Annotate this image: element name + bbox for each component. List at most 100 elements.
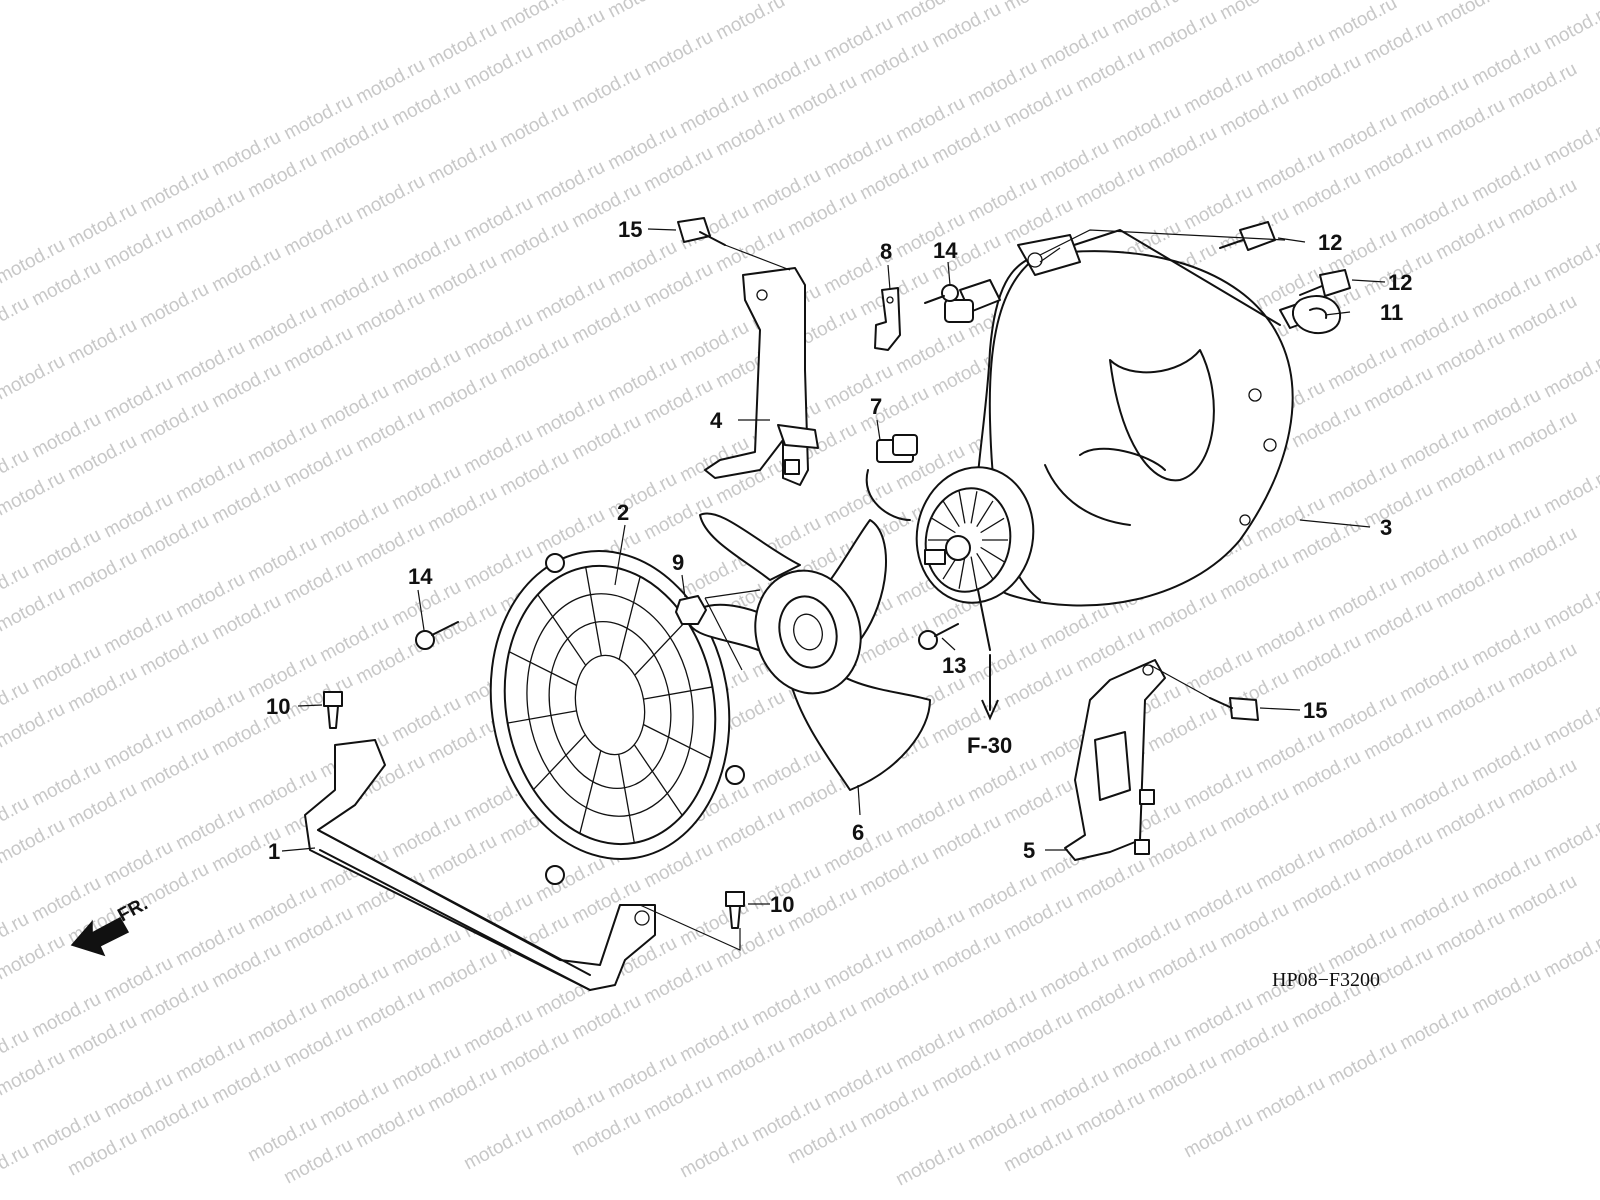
fan-blade	[689, 512, 931, 791]
clip-10-upper	[323, 691, 343, 729]
watermark-text: motod.ru	[1432, 0, 1508, 32]
callout-2: 2	[617, 500, 629, 525]
motor-fin	[976, 552, 994, 580]
reference-arrow	[981, 654, 999, 721]
reference-label: F-30	[967, 733, 1012, 758]
grille-spoke	[643, 723, 712, 759]
callout-14-lower: 14	[408, 564, 433, 589]
callout-9: 9	[672, 550, 684, 575]
lower-bracket	[1064, 659, 1166, 861]
fan-motor	[865, 466, 1035, 651]
watermark-text: motod.ru	[1252, 1073, 1328, 1127]
wire-clip	[874, 287, 901, 351]
motor-fin	[942, 500, 960, 528]
motor-fin	[958, 491, 966, 524]
lower-fan-guard	[304, 739, 656, 991]
upper-bracket	[704, 267, 819, 486]
watermark-text: motod.ru	[0, 351, 69, 405]
watermark-text: motod.ru	[892, 1137, 968, 1191]
grille-spokes	[507, 567, 713, 843]
grille-spoke	[507, 710, 577, 724]
band-clamp	[1292, 295, 1342, 334]
watermark-text: motod.ru	[208, 243, 284, 297]
watermark-text: motod.ru	[460, 1121, 536, 1175]
callout-5: 5	[1023, 838, 1035, 863]
callout-4: 4	[710, 408, 723, 433]
watermark-text: motod.ru	[1324, 1037, 1400, 1091]
watermark-text: motod.ru	[1540, 233, 1600, 287]
grille-spoke	[537, 594, 587, 666]
watermark-text: motod.ru	[424, 135, 500, 189]
grille-spoke	[634, 619, 688, 676]
watermark-text: motod.ru	[712, 0, 788, 44]
watermark-text: motod.ru	[1540, 697, 1600, 751]
callout-14-upper: 14	[933, 238, 958, 263]
watermark-text: motod.ru	[1396, 1001, 1472, 1055]
hex-nut	[675, 595, 707, 625]
callout-3: 3	[1380, 515, 1392, 540]
watermark-text: motod.ru	[1540, 929, 1600, 983]
watermark-text: motod.ru	[676, 1129, 752, 1183]
motor-fin	[958, 556, 966, 589]
watermark-text: motod.ru	[1540, 117, 1600, 171]
watermark-text: motod.ru	[568, 63, 644, 117]
motor-fin	[931, 517, 956, 534]
watermark-text: motod.ru	[0, 293, 33, 347]
callout-15-upper: 15	[618, 217, 642, 242]
fan-guard-grille	[489, 549, 745, 885]
grille-spoke	[633, 744, 683, 816]
watermark-text: motod.ru	[1468, 965, 1544, 1019]
callout-12-lower: 12	[1388, 270, 1412, 295]
callout-11: 11	[1380, 300, 1403, 325]
grille-spoke	[508, 651, 577, 687]
screw-14-upper	[924, 284, 959, 304]
callout-15-lower: 15	[1303, 698, 1327, 723]
bolt-15-upper	[677, 217, 726, 246]
diagram-code: HP08−F3200	[1272, 969, 1380, 991]
watermark-text: motod.ru	[604, 0, 680, 22]
callout-13: 13	[942, 653, 966, 678]
clip-10-lower	[725, 891, 745, 929]
watermark-text: motod.ru	[136, 279, 212, 333]
callout-7: 7	[870, 394, 882, 419]
watermark-text: motod.ru	[352, 171, 428, 225]
watermark-text: motod.ru	[640, 27, 716, 81]
watermark-text: motod.ru	[64, 315, 140, 369]
callout-8: 8	[880, 239, 892, 264]
watermark-text: motod.ru	[1000, 0, 1076, 16]
watermark-text: motod.ru	[496, 99, 572, 153]
callout-10-lower: 10	[770, 892, 794, 917]
motor-fin	[970, 556, 978, 589]
grille-spoke	[618, 754, 635, 843]
grille-spoke	[618, 576, 641, 660]
watermark-text: motod.ru	[1540, 813, 1600, 867]
callout-12-upper: 12	[1318, 230, 1342, 255]
screw-13	[918, 623, 959, 650]
motor-connector	[876, 434, 918, 463]
watermark-text: motod.ru	[1180, 1109, 1256, 1163]
grille-spoke	[643, 686, 713, 700]
watermark-text: motod.ru	[0, 1141, 33, 1195]
grille-spoke	[532, 734, 586, 791]
screw-14-lower	[415, 621, 459, 650]
bolt-12-lower	[1299, 269, 1351, 297]
watermark-text: motod.ru	[1216, 0, 1292, 24]
motor-fin	[976, 500, 994, 528]
bolt-15-lower	[1209, 697, 1259, 721]
motor-fin	[980, 517, 1005, 534]
callout-6: 6	[852, 820, 864, 845]
watermark-text: motod.ru	[1540, 465, 1600, 519]
callout-10-upper: 10	[266, 694, 290, 719]
grille-spoke	[579, 750, 602, 834]
callout-1: 1	[268, 839, 280, 864]
motor-fin	[980, 546, 1005, 563]
watermark-text: motod.ru	[1540, 1, 1600, 55]
front-direction-arrow	[70, 916, 130, 957]
watermark-text: motod.ru	[1540, 581, 1600, 635]
watermark-text: motod.ru	[280, 207, 356, 261]
leader-lines	[281, 228, 1386, 951]
watermark-text: motod.ru	[1540, 349, 1600, 403]
motor-fins	[928, 491, 1008, 589]
motor-fin	[970, 491, 978, 524]
